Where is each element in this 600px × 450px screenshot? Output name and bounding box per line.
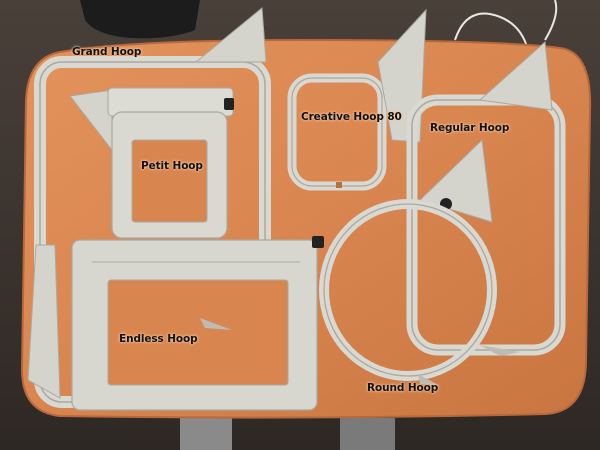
label-regular-hoop: Regular Hoop (430, 122, 510, 134)
label-endless-hoop: Endless Hoop (119, 333, 198, 345)
sock (180, 418, 232, 450)
regular-hoop (406, 40, 566, 356)
endless-hoop (71, 236, 324, 411)
label-petit-hoop: Petit Hoop (141, 160, 203, 172)
cable (454, 12, 529, 51)
petit-hoop (69, 87, 234, 239)
label-round-hoop: Round Hoop (367, 382, 439, 394)
background-device (80, 0, 200, 39)
grand-hoop (27, 7, 271, 408)
label-grand-hoop: Grand Hoop (72, 46, 142, 58)
sock (340, 418, 395, 450)
label-creative-hoop-80: Creative Hoop 80 (301, 111, 402, 123)
round-hoop (319, 199, 497, 386)
cable (544, 0, 558, 41)
